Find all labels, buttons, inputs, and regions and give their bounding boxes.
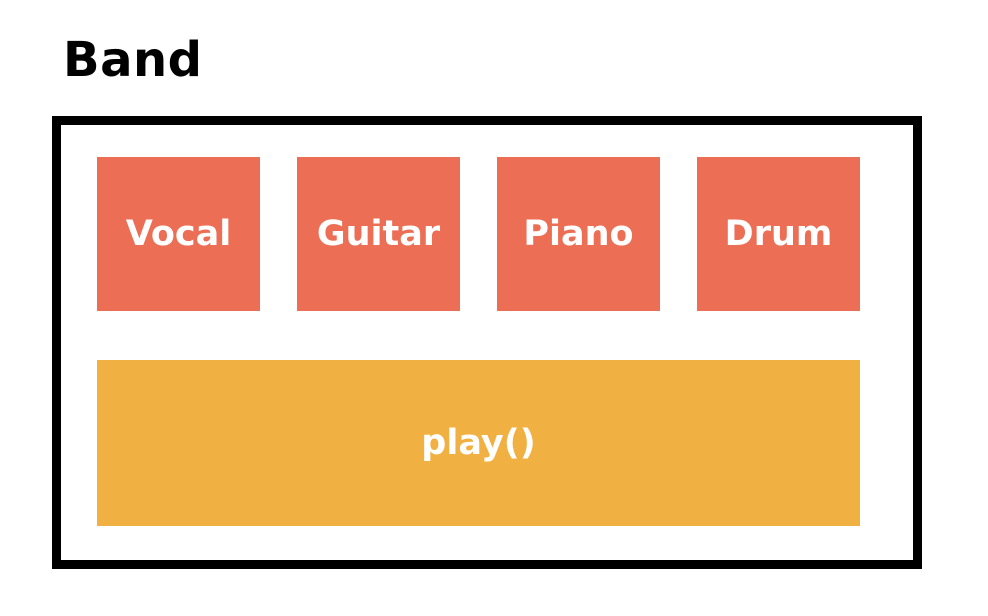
- member-box-guitar: Guitar: [297, 157, 460, 311]
- method-box-play: play(): [97, 360, 860, 526]
- member-box-piano: Piano: [497, 157, 660, 311]
- member-box-drum: Drum: [697, 157, 860, 311]
- band-container: Vocal Guitar Piano Drum play(): [52, 116, 922, 569]
- diagram-title: Band: [63, 32, 203, 88]
- members-row: Vocal Guitar Piano Drum: [97, 157, 860, 311]
- member-box-vocal: Vocal: [97, 157, 260, 311]
